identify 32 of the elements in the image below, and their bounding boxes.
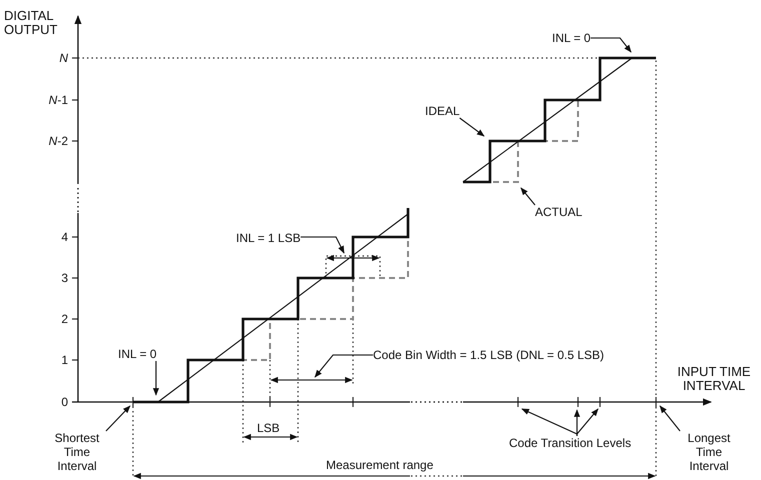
callout-label: INL = 1 LSB <box>236 231 301 245</box>
leader-line <box>300 236 344 254</box>
callout-label: Code Bin Width = 1.5 LSB (DNL = 0.5 LSB) <box>373 348 604 362</box>
axis-title: DIGITAL OUTPUT <box>4 9 58 37</box>
leader-line <box>459 118 485 136</box>
callout-label: Longest Time Interval <box>680 431 738 473</box>
leader-line <box>106 405 131 432</box>
leader-line <box>660 405 680 432</box>
tick-label: N-1 <box>48 93 68 107</box>
tick-label: 2 <box>60 312 68 326</box>
leader-line <box>574 409 580 436</box>
dimension-label: Measurement range <box>326 458 434 472</box>
axis-title: INPUT TIME INTERVAL <box>676 365 752 393</box>
leader-line <box>590 37 632 53</box>
dimension-label: LSB <box>257 421 280 435</box>
leader-line <box>520 187 536 206</box>
leader-line <box>314 354 373 378</box>
tick-label: 1 <box>60 353 68 367</box>
callout-label: IDEAL <box>425 104 460 118</box>
tick-label: 0 <box>60 395 68 409</box>
callout-label: INL = 0 <box>118 347 157 361</box>
leader-line <box>521 408 578 436</box>
tick-label: 4 <box>60 230 68 244</box>
callout-label: INL = 0 <box>552 31 591 45</box>
callout-label: Code Transition Levels <box>509 436 632 450</box>
tick-label: 3 <box>60 271 68 285</box>
callout-label: Shortest Time Interval <box>48 431 106 473</box>
leader-line <box>152 361 160 396</box>
leader-line <box>576 408 598 436</box>
tick-label: N-2 <box>48 134 68 148</box>
tick-label: N <box>58 51 68 65</box>
callout-label: ACTUAL <box>535 205 582 219</box>
